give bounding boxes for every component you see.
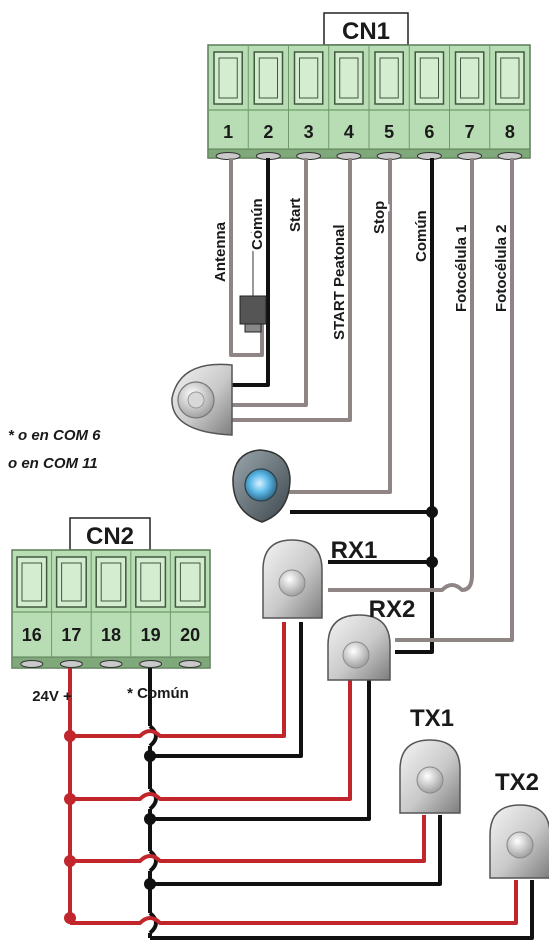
cn1-pin-number: 6	[424, 122, 434, 142]
wire-photocell-1	[328, 158, 474, 592]
wire-start-peatonal	[232, 158, 352, 422]
wire-photocell-2	[395, 158, 514, 642]
tx2-label: TX2	[495, 769, 539, 796]
receiver-rx2-icon: RX2	[327, 596, 416, 681]
cn2-pin-number: 18	[101, 625, 121, 645]
cn2-screw-slot	[135, 556, 167, 608]
cn2-terminal-block: CN2 16 17 18 19 20	[11, 517, 211, 669]
cn1-pin-number: 4	[344, 122, 354, 142]
transmitter-tx1-icon: TX1	[399, 705, 461, 814]
rx1-label: RX1	[331, 537, 378, 564]
cn1-screw-slot	[293, 51, 324, 105]
key-selector-icon	[232, 449, 291, 523]
cn1-pin-hole	[215, 152, 241, 160]
cn1-wire-label: Stop	[371, 201, 388, 234]
wire-common-6	[395, 158, 434, 654]
cn1-title-box	[323, 12, 409, 46]
transmitter-tx2-icon: TX2	[489, 769, 549, 879]
note-line-2: o en COM 11	[8, 455, 98, 472]
cn1-screw-slot	[374, 51, 404, 105]
antenna-connector-icon: +	[239, 228, 267, 333]
cn1-wire-label: Fotocélula 1	[453, 224, 470, 312]
cn2-pin-hole	[59, 660, 83, 668]
wire-antenna	[229, 158, 264, 357]
cn2-title-box	[69, 517, 151, 551]
cn2-screw-slot	[174, 556, 206, 608]
cn1-pin-hole	[416, 152, 442, 160]
cn1-screw-slot	[213, 51, 243, 105]
cn1-terminal-block: CN1 1 2 3 4 5 6 7 8	[207, 12, 531, 160]
cn1-pin-number: 2	[263, 122, 273, 142]
cn2-screw-slot	[95, 556, 127, 608]
cn1-screw-slot	[495, 51, 525, 105]
wire-common-2	[232, 158, 270, 387]
cn2-pin-hole	[20, 660, 44, 668]
cn2-title: CN2	[86, 523, 134, 550]
cn2-pin-number: 16	[22, 625, 42, 645]
cn1-wire-label: START Peatonal	[331, 224, 348, 340]
flashing-lamp-icon	[171, 363, 233, 436]
cn1-pin-hole	[497, 152, 523, 160]
cn1-title: CN1	[342, 18, 390, 45]
cn1-pin-number: 7	[465, 122, 475, 142]
cn2-pin-hole	[139, 660, 163, 668]
wire-stop	[288, 158, 392, 494]
cn2-common-label: * Común	[127, 685, 189, 702]
tx1-label: TX1	[410, 705, 454, 732]
receiver-rx1-icon: RX1	[262, 537, 378, 619]
cn1-wire-label: Común	[413, 210, 430, 262]
cn2-pin-number: 19	[141, 625, 161, 645]
cn2-pin-hole	[178, 660, 202, 668]
cn2-pin-number: 17	[61, 625, 81, 645]
cn2-pin-number: 20	[180, 625, 200, 645]
svg-text:+: +	[250, 228, 256, 239]
wire-start	[232, 158, 308, 407]
cn2-24v-label: 24V +	[32, 688, 72, 705]
cn2-screw-slot	[16, 556, 48, 608]
cn2-pin-hole	[99, 660, 123, 668]
cn1-pin-hole	[296, 152, 322, 160]
cn1-screw-slot	[334, 51, 364, 105]
cn1-screw-slot	[253, 51, 284, 105]
cn1-pin-number: 8	[505, 122, 515, 142]
wires	[64, 158, 534, 940]
cn1-pin-number: 1	[223, 122, 233, 142]
cn1-wire-label: Start	[287, 198, 304, 232]
cn1-wire-label: Fotocélula 2	[493, 224, 510, 312]
cn1-pin-hole	[457, 152, 483, 160]
cn1-pin-number: 5	[384, 122, 394, 142]
cn1-screw-slot	[454, 51, 485, 105]
cn1-pin-number: 3	[304, 122, 314, 142]
note-line-1: * o en COM 6	[8, 427, 101, 444]
rx2-label: RX2	[369, 596, 416, 623]
cn1-wire-label: Común	[249, 198, 266, 250]
cn1-wire-label: Antenna	[212, 221, 229, 282]
cn2-screw-slot	[55, 556, 87, 608]
cn1-screw-slot	[414, 51, 445, 105]
